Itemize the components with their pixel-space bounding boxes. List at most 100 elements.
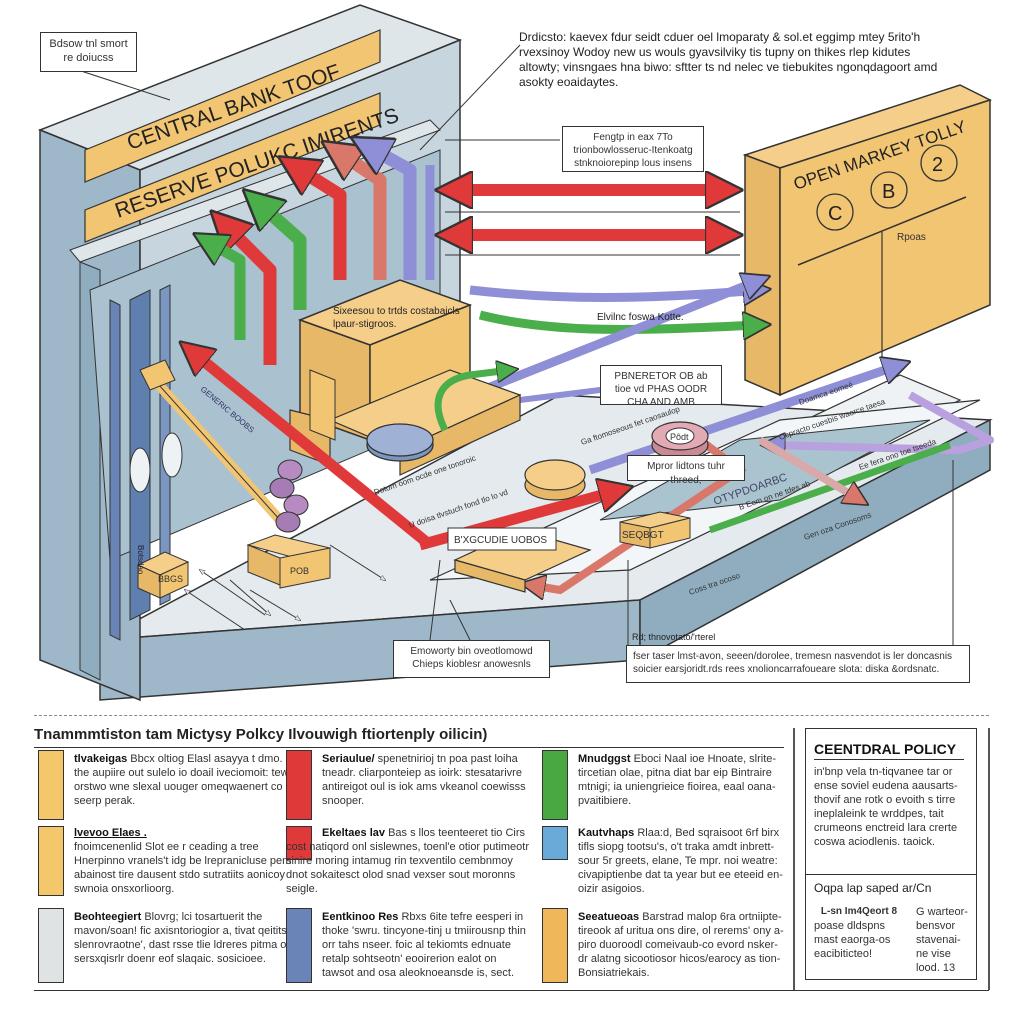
legend-separator-right	[988, 728, 990, 990]
purple-stack	[269, 459, 309, 533]
legend-title: Tnammmtiston tam Mictysy Polkcy Ilvouwig…	[34, 726, 488, 743]
legend-item-text: Eboci Naal ioe Hnoate, slrite-tircetian …	[578, 753, 777, 807]
legend-swatch-green	[542, 750, 568, 820]
arrow-red-diagonal	[190, 350, 434, 550]
central-policy-divider	[806, 874, 976, 875]
arrow-green-rising-1	[255, 200, 307, 310]
central-policy-panel: CEENTDRAL POLICY in'bnp vela tn-tiqvanee…	[805, 728, 977, 980]
legend-item: Seeatueoas Barstrad malop 6ra ortniipte-…	[578, 910, 786, 980]
open-market-circles: C B 2	[816, 144, 958, 231]
legend-title-rule	[34, 747, 784, 748]
arrow-green-sweep	[478, 315, 760, 329]
legend-swatch-red-2	[286, 826, 312, 860]
box-seqbgt-label: SEQBGT	[622, 530, 664, 541]
left-column-label-b: Botsdao	[136, 545, 145, 575]
slab-label: B'XGCUDIE UOBOS	[454, 535, 547, 546]
arrow-purple-lane	[588, 365, 900, 475]
legend-swatch-orange	[542, 908, 568, 983]
col-right-head: G warteor-	[916, 906, 968, 918]
legend-item-label: Beohteegiert	[74, 911, 142, 923]
mid-callout: PBNERETOR OB ab tioe vd PHAS OODR CHA AN…	[600, 365, 722, 408]
legend-item-text: fnoimcenenlid Slot ee r ceading a tree H…	[74, 841, 292, 895]
crate-b-label: POB	[290, 566, 309, 576]
legend-swatch-red-1	[286, 750, 312, 820]
arrow-green-rising-2	[205, 240, 246, 340]
crate-a	[136, 551, 190, 599]
box-seqbgt	[619, 511, 691, 549]
arrow-purple-rising	[365, 145, 417, 280]
crate-b	[246, 534, 332, 589]
legend-item: tlvakeigas Bbcx oltiog Elasl asayya t dm…	[74, 752, 312, 808]
legend-item: Mnudggst Eboci Naal ioe Hnoate, slrite-t…	[578, 752, 786, 808]
bottom-right-callout: fser taser lmst-avon, seeen/dorolee, tre…	[626, 645, 970, 683]
col-left-body: poase dldspns mast eaorga-os eacibiticte…	[814, 920, 891, 960]
legend-item-label: Seriaulue/	[322, 753, 375, 765]
central-policy-title: CEENTDRAL POLICY	[814, 741, 964, 760]
legend-item: Beohteegiert Blovrg; lci tosartuerit the…	[74, 910, 312, 966]
horizontal-arrows	[445, 190, 740, 256]
legend-item-text: spenetnirioj tn poa past loiha tneadr. c…	[322, 753, 526, 807]
legend-swatch-yellow-1	[38, 750, 64, 820]
disc-pink-label: Pôdt	[670, 432, 689, 442]
legend-swatch-blue	[286, 908, 312, 983]
central-policy-subtitle: Oqpa lap saped ar/Cn	[814, 881, 932, 895]
slab-label-box	[447, 527, 557, 551]
col-right-body: bensvor stavenai-ne vise lood. 13	[916, 920, 961, 974]
col-left-head: L-sn Im4Qeort 8	[820, 906, 898, 917]
reserve-block	[289, 279, 522, 476]
policy-diagram: CENTRAL BANK TOOF RESERVE POLUKC IMIRENT…	[37, 4, 994, 702]
legend-item-text: Blovrg; lci tosartuerit the mavon/soan! …	[74, 911, 296, 965]
bottom-left-callout: Emoworty bin oveotlomowd Chieps kioblesr…	[393, 640, 550, 678]
conveyor-head	[139, 359, 176, 391]
legend-swatch-light-blue	[542, 826, 568, 860]
top-left-callout: Bdsow tnl smort re doiucss	[40, 32, 137, 72]
legend-item-label: lvevoo Elaes .	[74, 827, 147, 839]
legend-swatch-gray	[38, 908, 64, 983]
legend-item-label: Mnudggst	[578, 753, 631, 765]
right-callout: Mpror lidtons tuhr threed,	[627, 455, 745, 486]
legend-item-label: Ekeltaes lav	[322, 827, 385, 839]
wall-token-b	[161, 432, 183, 478]
legend-item: Kautvhaps Rlaa:d, Bed sqraisoot 6rf birx…	[578, 826, 786, 896]
central-policy-col-right: G warteor- bensvor stavenai-ne vise lood…	[916, 905, 972, 975]
floor-arrows	[185, 544, 385, 631]
central-policy-col-left: L-sn Im4Qeort 8 poase dldspns mast eaorg…	[814, 905, 904, 961]
legend-divider	[34, 715, 989, 716]
rising-arrows	[205, 145, 435, 365]
legend-separator-left	[793, 728, 795, 990]
legend-item-label: Seeatueoas	[578, 911, 640, 923]
arrow-red-rising-2	[292, 165, 347, 280]
circle-label-b: B	[882, 181, 895, 203]
legend-item-text: Bbcx oltiog Elasl asayya t dmo. itrip th…	[74, 753, 304, 807]
legend-item: Eentkinoo Res Rbxs 6ite tefre eesperi in…	[322, 910, 530, 980]
crate-a-label: BBGS	[158, 574, 183, 584]
legend-swatch-yellow-2	[38, 826, 64, 896]
open-market-label: Rpoas	[897, 232, 926, 243]
legend-item: Ekeltaes lav Bas s llos teenteeret tio C…	[286, 826, 530, 896]
legend-item-label: Eentkinoo Res	[322, 911, 399, 923]
reserve-block-note: Sixeesou to trtds costabaicls lpaur-stig…	[333, 306, 460, 330]
legend-item-label: tlvakeigas	[74, 753, 128, 765]
arrow-green-loop	[434, 370, 510, 432]
legend-item-text: Rbxs 6ite tefre eesperi in thoke 'swru. …	[322, 911, 526, 979]
legend-item-text: Bas s llos teenteeret tio Cirs cost nati…	[286, 827, 530, 895]
disc-gold	[524, 459, 586, 501]
arrow-green-base	[708, 441, 952, 534]
legend-item: lvevoo Elaes . fnoimcenenlid Slot ee r c…	[74, 826, 312, 896]
legend-item: Seriaulue/ spenetnirioj tn poa past loih…	[322, 752, 530, 808]
legend-item-text: Rlaa:d, Bed sqraisoot 6rf birx tifls sio…	[578, 827, 783, 895]
leader-lines	[77, 44, 954, 645]
arrow-callout: Fengtp in eax 7To trionbowlosseruc-Itenk…	[562, 126, 704, 172]
circle-label-2: 2	[932, 154, 943, 176]
bottom-right-caption: Rd; thnovotato/'rterel	[632, 632, 716, 642]
arrow-red-rising-1	[222, 222, 277, 365]
wall-token-a	[129, 447, 151, 493]
legend-item-label: Kautvhaps	[578, 827, 635, 839]
arrow-purple-return	[770, 391, 994, 450]
legend-item-text: Barstrad malop 6ra ortniipte-tireook af …	[578, 911, 784, 979]
green-path-label: Elvilnc foswa Kotte.	[597, 312, 684, 323]
arrow-pink-diagonal	[757, 436, 860, 500]
central-policy-body: in'bnp vela tn-tiqvanee tar or ense sovi…	[814, 766, 958, 848]
legend-bottom-rule	[34, 990, 989, 991]
circle-label-c: C	[828, 203, 842, 225]
